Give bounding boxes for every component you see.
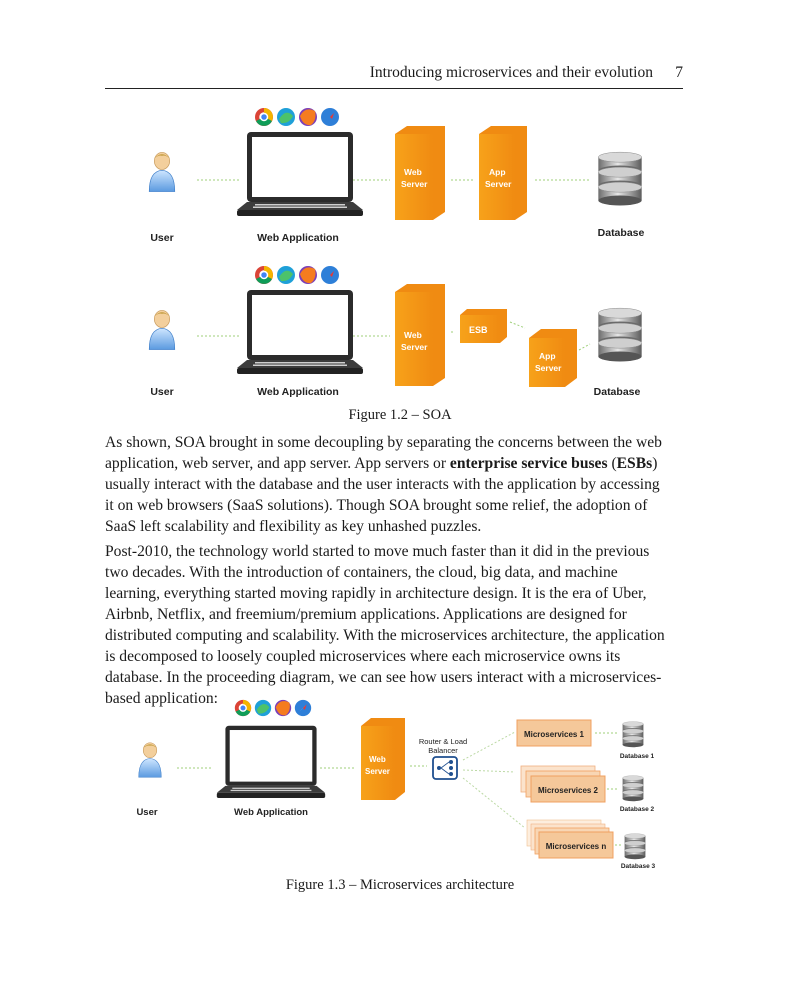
- router-label-1: Router & Load: [419, 737, 467, 746]
- user-label: User: [136, 807, 157, 818]
- figure-1-2-caption: Figure 1.2 – SOA: [348, 407, 452, 423]
- database-icon: [597, 307, 643, 362]
- esb-label: ESB: [469, 325, 488, 335]
- microservice-n-label: Microservices n: [546, 842, 607, 851]
- database-1-label: Database 1: [620, 753, 655, 760]
- app-server-box: [479, 134, 515, 220]
- database-icon: [597, 151, 643, 206]
- text-line: SaaS left scalability and flexibility as…: [105, 518, 482, 535]
- paragraph-1: As shown, SOA brought in some decoupling…: [105, 432, 685, 537]
- database-2-label: Database 2: [620, 806, 655, 813]
- text-line: As shown, SOA brought in some decoupling…: [105, 434, 662, 451]
- laptop-icon: [237, 290, 363, 374]
- user-label: User: [150, 386, 173, 398]
- paragraph-2: Post-2010, the technology world started …: [105, 541, 685, 709]
- text-line: two decades. With the introduction of co…: [105, 564, 618, 581]
- database-icon: [622, 721, 644, 748]
- microservice-2-label: Microservices 2: [538, 786, 599, 795]
- microservice-1-label: Microservices 1: [524, 730, 585, 739]
- web-application-label: Web Application: [257, 232, 339, 244]
- text-line: application, web server, and app server.…: [105, 455, 658, 472]
- browser-icons: [254, 107, 340, 127]
- esb-box: [460, 315, 500, 343]
- database-icon: [622, 775, 644, 802]
- text-line: it on web browsers (SaaS solutions). Tho…: [105, 497, 648, 514]
- figure-1-3-microservices-diagram: User Web Application Web Server Router &…: [136, 699, 656, 870]
- text-line: is decomposed to loosely coupled microse…: [105, 648, 621, 665]
- text-line: based application:: [105, 690, 219, 707]
- database-label: Database: [598, 227, 645, 239]
- web-application-label: Web Application: [234, 807, 308, 818]
- page-number: 7: [675, 64, 683, 81]
- user-icon: [138, 742, 162, 778]
- database-icon: [624, 833, 646, 860]
- microservice-2-box: [530, 775, 606, 803]
- web-server-box: [361, 726, 395, 800]
- browser-icons: [254, 265, 340, 285]
- app-server-label-2: Server: [485, 179, 512, 189]
- user-icon: [148, 152, 176, 192]
- web-server-label-2: Server: [401, 179, 428, 189]
- app-server-label-2: Server: [535, 363, 562, 373]
- laptop-icon: [216, 725, 326, 798]
- app-server-box: [529, 338, 565, 387]
- router-icon: [432, 756, 458, 780]
- web-server-label-1: Web: [369, 755, 386, 764]
- user-label: User: [150, 232, 173, 244]
- text-line: usually interact with the database and t…: [105, 476, 660, 493]
- microservice-n-box: [538, 831, 614, 859]
- header-title: Introducing microservices and their evol…: [369, 64, 653, 81]
- browser-icons: [234, 699, 312, 717]
- app-server-label-1: App: [539, 351, 556, 361]
- web-server-label-1: Web: [404, 167, 422, 177]
- text-line: distributed computing and scalability. W…: [105, 627, 665, 644]
- figure-1-3-caption: Figure 1.3 – Microservices architecture: [285, 877, 515, 893]
- database-label: Database: [594, 386, 641, 398]
- app-server-label-1: App: [489, 167, 506, 177]
- running-header: Introducing microservices and their evol…: [105, 62, 683, 89]
- text-line: database. In the proceeding diagram, we …: [105, 669, 662, 686]
- microservice-1-box: [516, 719, 592, 747]
- laptop-icon: [237, 132, 363, 216]
- web-server-box: [395, 134, 433, 220]
- router-label-2: Balancer: [428, 746, 458, 755]
- web-server-label-1: Web: [404, 330, 422, 340]
- web-server-label-2: Server: [401, 342, 428, 352]
- text-line: Airbnb, Netflix, and freemium/premium ap…: [105, 606, 627, 623]
- web-application-label: Web Application: [257, 386, 339, 398]
- user-icon: [148, 310, 176, 350]
- figure-1-2-soa-diagram: User Web Application Web Server App Serv…: [148, 107, 645, 398]
- text-line: Post-2010, the technology world started …: [105, 543, 650, 560]
- web-server-box: [395, 292, 433, 386]
- database-3-label: Database 3: [621, 863, 656, 870]
- web-server-label-2: Server: [365, 767, 390, 776]
- text-line: learning, everything started moving rapi…: [105, 585, 647, 602]
